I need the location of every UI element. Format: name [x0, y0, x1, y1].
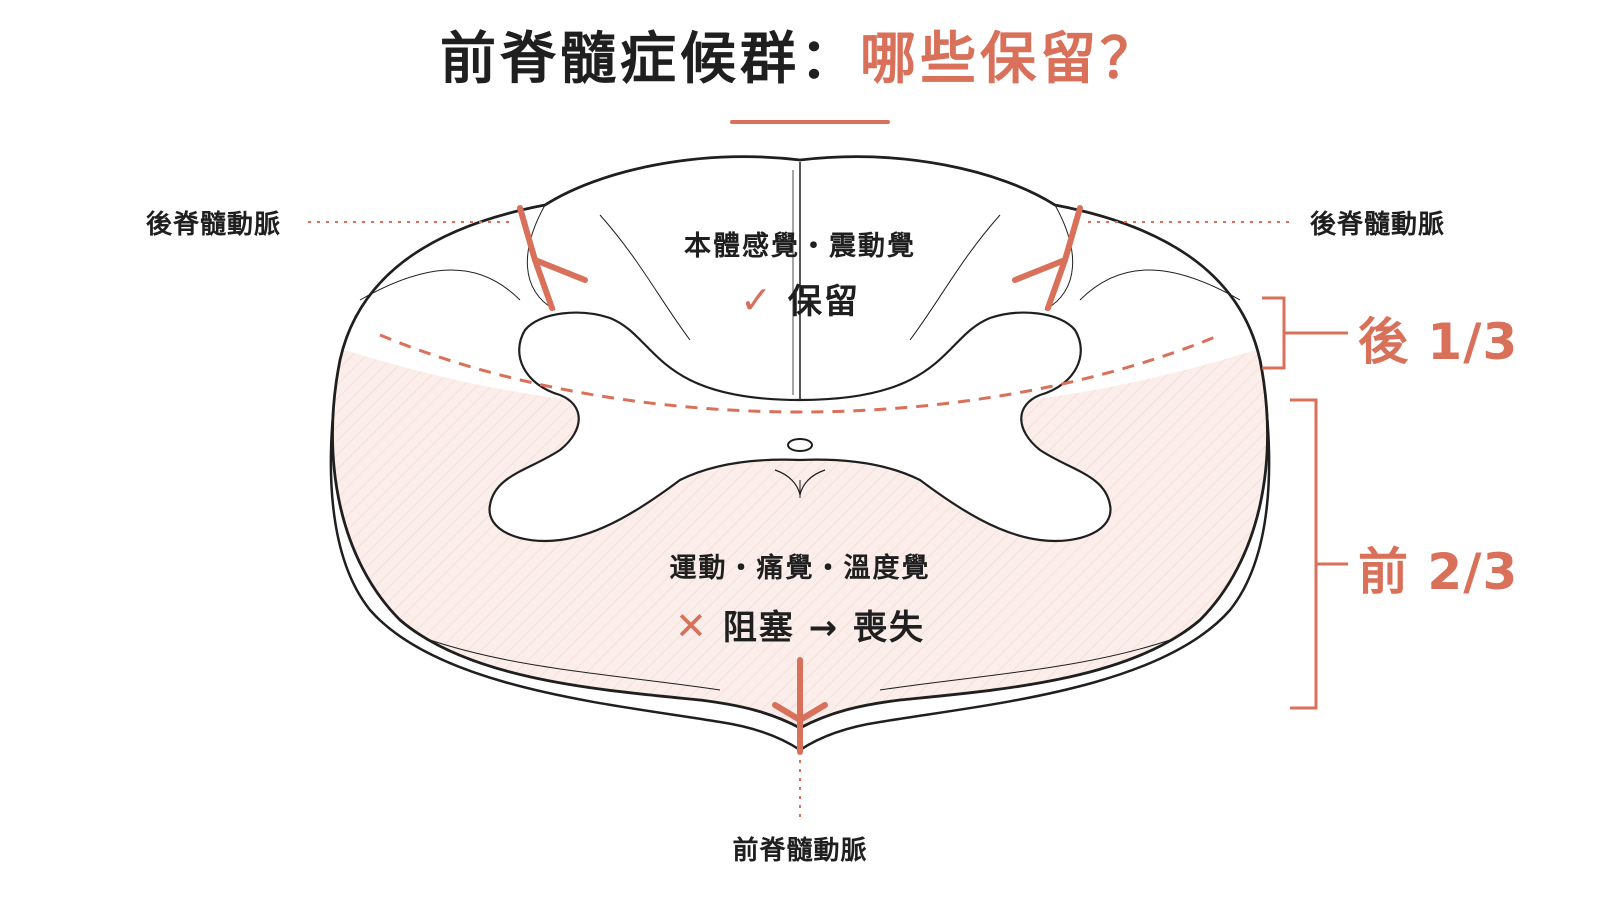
- central-canal: [787, 438, 813, 452]
- posterior-artery-left-vessel: [517, 205, 588, 311]
- page-title: 前脊髓症候群：哪些保留？: [0, 22, 1600, 98]
- title-accent: 哪些保留？: [860, 27, 1160, 92]
- anterior-functions: 運動・痛覺・溫度覺: [669, 553, 931, 584]
- posterior-functions: 本體感覺・震動覺: [684, 231, 916, 262]
- zone-divider: [379, 333, 1221, 414]
- posterior-artery-right-vessel: [1012, 205, 1083, 311]
- posterior-status: ✓ 保留: [600, 274, 1000, 323]
- gray-matter: [488, 311, 1112, 542]
- anterior-status-text: 阻塞 → 喪失: [722, 608, 925, 648]
- anterior-bracket: [1290, 398, 1348, 710]
- anterior-artery-vessel: [772, 657, 828, 755]
- posterior-artery-right-label: 後脊髓動脈: [1310, 210, 1446, 240]
- anterior-artery-label: 前脊髓動脈: [732, 836, 868, 866]
- anterior-zone-shade: [332, 335, 1268, 728]
- anterior-status: ✕ 阻塞 → 喪失: [560, 600, 1040, 649]
- posterior-artery-left-label: 後脊髓動脈: [146, 210, 282, 240]
- cross-icon: ✕: [674, 604, 709, 648]
- posterior-bracket: [1262, 296, 1348, 370]
- title-underline: [730, 120, 890, 124]
- posterior-bracket-label: 後 1/3: [1358, 313, 1519, 371]
- check-icon: ✓: [740, 278, 774, 322]
- title-main: 前脊髓症候群：: [440, 27, 860, 92]
- posterior-status-text: 保留: [787, 282, 860, 322]
- anterior-bracket-label: 前 2/3: [1358, 543, 1519, 601]
